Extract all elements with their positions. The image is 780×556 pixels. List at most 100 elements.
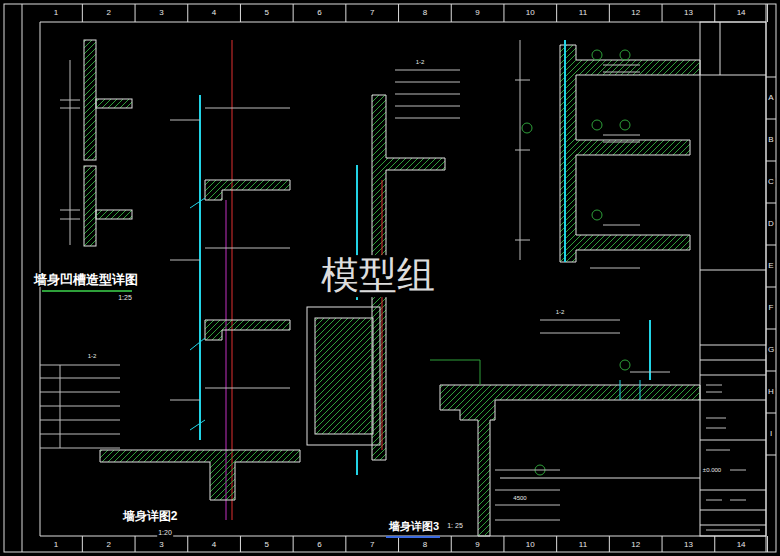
grid-tick <box>766 413 776 414</box>
grid-letter: H <box>767 388 775 397</box>
grid-number: 4 <box>211 541 217 550</box>
grid-letter: A <box>767 94 774 103</box>
glass-line <box>564 40 566 262</box>
grid-tick <box>135 4 136 22</box>
sill-line <box>620 380 640 400</box>
axis-line <box>382 180 383 450</box>
concrete-slab <box>96 99 132 108</box>
outer-border <box>4 4 776 552</box>
grid-band-line <box>40 536 766 537</box>
grid-letter: C <box>767 178 775 187</box>
grid-number: 1 <box>53 9 59 18</box>
grid-tick <box>766 161 776 162</box>
grid-tick <box>662 4 663 22</box>
grid-number: 10 <box>525 9 536 18</box>
concrete-slab <box>96 210 132 219</box>
callout-circles <box>522 50 630 475</box>
grid-tick <box>187 4 188 22</box>
grid-number: 2 <box>105 541 111 550</box>
grid-tick <box>345 536 346 552</box>
detail-title: 墙身详图2 <box>122 510 179 523</box>
grid-number: 12 <box>630 9 641 18</box>
grid-tick <box>503 4 504 22</box>
grid-tick <box>240 536 241 552</box>
grid-band-line <box>40 22 766 23</box>
grid-letter: F <box>768 304 775 313</box>
axis-line <box>232 40 233 520</box>
grid-tick <box>556 4 557 22</box>
grid-letter: E <box>767 262 774 271</box>
level-line <box>500 478 700 479</box>
grid-tick <box>766 203 776 204</box>
grid-tick <box>766 245 776 246</box>
grid-tick <box>451 4 452 22</box>
grid-number: 6 <box>316 9 322 18</box>
grid-tick <box>766 287 776 288</box>
grid-tick <box>766 119 776 120</box>
grid-number: 9 <box>474 541 480 550</box>
note-lines <box>395 70 460 118</box>
bracket-lines <box>190 198 205 430</box>
grid-number: 13 <box>683 541 694 550</box>
grid-number: 7 <box>369 9 375 18</box>
grid-tick <box>609 536 610 552</box>
grid-tick <box>293 536 294 552</box>
grid-number: 3 <box>158 9 164 18</box>
table-cell: 1-2 <box>555 309 566 316</box>
grid-number: 2 <box>105 9 111 18</box>
grid-number: 11 <box>578 541 588 550</box>
grid-number: 4 <box>211 9 217 18</box>
window-frame <box>307 307 380 445</box>
grid-tick <box>767 536 768 552</box>
grid-number: 10 <box>525 541 536 550</box>
margin-line <box>22 4 23 552</box>
grid-tick <box>398 4 399 22</box>
grid-tick <box>345 4 346 22</box>
note-table <box>40 365 120 448</box>
table-cell: 1-2 <box>415 59 426 66</box>
callout-circle <box>592 210 602 220</box>
grid-tick <box>609 4 610 22</box>
grid-number: 11 <box>578 9 588 18</box>
grid-tick <box>662 536 663 552</box>
detail-title: 墙身详图3 <box>388 520 440 532</box>
grid-tick <box>556 536 557 552</box>
table-cell: 1-2 <box>87 353 98 360</box>
grid-number: 7 <box>369 541 375 550</box>
grid-number: 12 <box>630 541 641 550</box>
grid-tick <box>766 455 776 456</box>
grid-number: 9 <box>474 9 480 18</box>
grid-letter: B <box>767 136 774 145</box>
grid-tick <box>82 536 83 552</box>
grid-letter: I <box>769 430 773 439</box>
grid-number: 8 <box>422 541 428 550</box>
scale-label: 1:25 <box>117 294 133 302</box>
grid-tick <box>82 4 83 22</box>
window-infill <box>315 318 373 434</box>
floor-slab <box>205 320 290 340</box>
wall-detail-3 <box>307 70 460 475</box>
wall-detail-5 <box>430 360 700 536</box>
ground-slab <box>440 385 700 536</box>
grid-number: 1 <box>53 541 59 550</box>
level-mark: ±0.000 <box>702 467 722 474</box>
grid-tick <box>714 4 715 22</box>
groove-detail <box>60 40 132 246</box>
wall-detail-4 <box>515 40 700 475</box>
callout-circle <box>620 50 630 60</box>
grid-tick <box>187 536 188 552</box>
grid-number: 6 <box>316 541 322 550</box>
grid-tick <box>714 536 715 552</box>
glass-line <box>199 95 201 440</box>
grid-tick <box>451 536 452 552</box>
floor-slab <box>205 180 290 200</box>
detail-title: 墙身凹槽造型详图 <box>33 273 139 287</box>
callout-circle <box>592 50 602 60</box>
glass-line <box>649 320 651 380</box>
grid-number: 13 <box>683 9 694 18</box>
callout-circle <box>620 360 630 370</box>
floor-slab <box>100 450 300 500</box>
watermark: 模型组 <box>320 255 436 297</box>
dimension: 4500 <box>512 495 527 502</box>
callout-circle <box>620 120 630 130</box>
